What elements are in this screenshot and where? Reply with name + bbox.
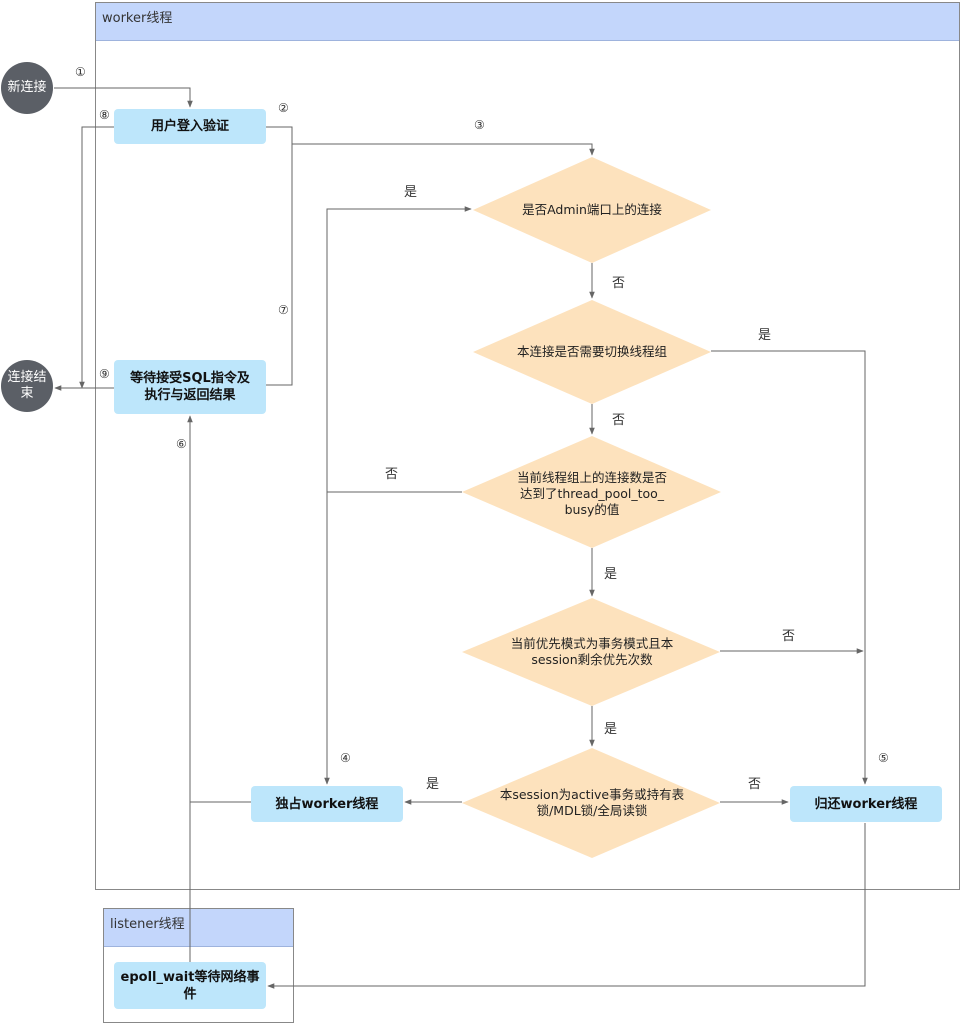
admin-question: 是否Admin端口上的连接 <box>522 202 662 217</box>
step-6: ⑥ <box>176 437 187 451</box>
tx-mode-question: 当前优先模式为事务模式且本session剩余优先次数 <box>510 636 674 667</box>
worker-lane-header: worker线程 <box>96 3 959 41</box>
edge-login-to-end <box>79 126 114 389</box>
decision-busy <box>462 436 721 548</box>
new-connection-terminal: 新连接 <box>1 62 53 114</box>
return-worker-box: 归还worker线程 <box>790 786 942 822</box>
worker-lane: worker线程 <box>95 2 960 890</box>
busy-question: 当前线程组上的连接数是否达到了thread_pool_too_busy的值 <box>517 470 668 517</box>
step-4: ④ <box>340 751 351 765</box>
label-switch-yes: 是 <box>758 328 772 343</box>
label-active-yes: 是 <box>426 777 440 792</box>
active-question: 本session为active事务或持有表锁/MDL锁/全局读锁 <box>499 787 685 818</box>
wait-sql-box: 等待接受SQL指令及执行与返回结果 <box>114 360 266 414</box>
label-tx-yes: 是 <box>604 722 618 737</box>
step-3: ③ <box>474 118 485 132</box>
decision-admin <box>473 157 711 263</box>
step-1: ① <box>75 65 86 79</box>
occupy-worker-box: 独占worker线程 <box>251 786 403 822</box>
label-tx-no: 否 <box>782 629 796 644</box>
edge-new-to-login <box>54 87 193 108</box>
decision-switch <box>473 300 711 404</box>
label-busy-no: 否 <box>385 467 399 482</box>
connection-end-terminal: 连接结束 <box>1 360 53 412</box>
login-box: 用户登入验证 <box>114 109 266 144</box>
switch-question: 本连接是否需要切换线程组 <box>516 344 667 359</box>
label-admin-no: 否 <box>612 276 626 291</box>
step-7: ⑦ <box>278 303 289 317</box>
edge-switch-yes <box>711 350 868 785</box>
edge-login-to-admin <box>266 126 595 156</box>
edge-return-to-epoll <box>267 823 866 989</box>
listener-lane-header: listener线程 <box>104 909 293 947</box>
epoll-wait-box: epoll_wait等待网络事件 <box>114 962 266 1009</box>
edge-busy-no <box>324 491 462 785</box>
step-9: ⑨ <box>99 367 110 381</box>
decision-active <box>462 748 720 858</box>
edge-occupy-to-wait <box>187 415 251 803</box>
listener-lane: listener线程 <box>103 908 294 1023</box>
label-switch-no: 否 <box>612 413 626 428</box>
step-2: ② <box>278 101 289 115</box>
label-busy-yes: 是 <box>604 567 618 582</box>
label-admin-yes: 是 <box>404 185 418 200</box>
edge-wait-to-login <box>266 144 293 386</box>
step-5: ⑤ <box>878 751 889 765</box>
decision-tx-mode <box>462 598 720 706</box>
step-8: ⑧ <box>99 108 110 122</box>
edge-admin-yes <box>326 206 472 492</box>
label-active-no: 否 <box>748 777 762 792</box>
